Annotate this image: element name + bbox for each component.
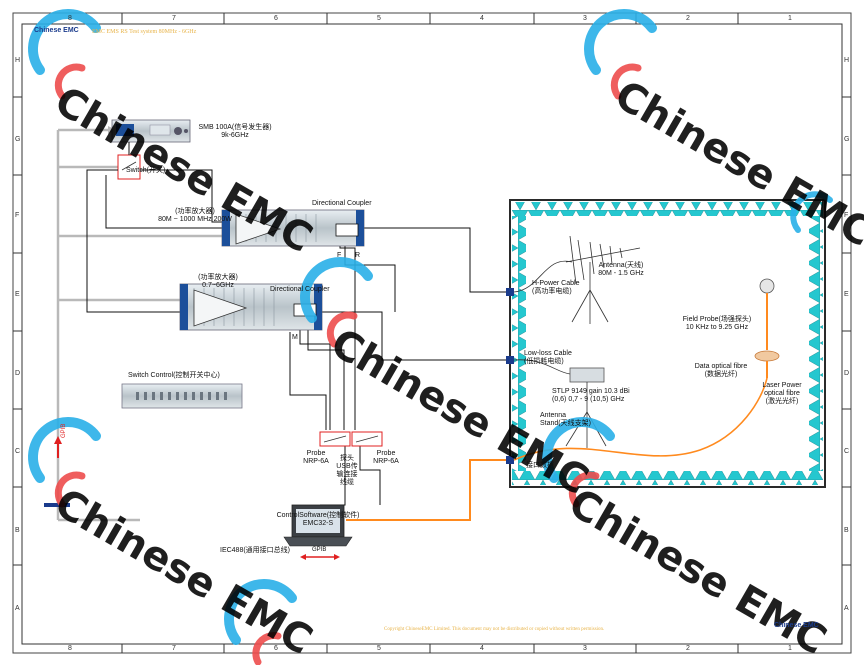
- amplifier-1-label: (功率放大器)80M ~ 1000 MHz 200W: [158, 208, 232, 223]
- header-title: EMC EMS RS Test system 80MHz - 6GHz: [92, 29, 197, 35]
- outer-frame: [12, 12, 852, 654]
- ruler-bottom-2: 2: [686, 645, 690, 652]
- gpib-vertical-label: GPIB: [61, 423, 67, 438]
- inner-frame: [21, 23, 843, 645]
- ruler-right-g: G: [844, 136, 850, 143]
- ruler-right-h: H: [844, 57, 850, 64]
- feedthrough-3: [506, 456, 514, 464]
- port-f-label: F: [337, 252, 342, 259]
- ruler-bottom-8: 8: [68, 645, 72, 652]
- ruler-left-a: A: [15, 605, 20, 612]
- ruler-top-5: 5: [377, 15, 381, 22]
- watermark-marks: [28, 9, 833, 665]
- signal-generator-label: SMB 100A(信号发生器)9k-6GHz: [198, 124, 272, 139]
- log-periodic-antenna: [513, 235, 641, 324]
- switch-control-label: Switch Control(控制开关中心): [128, 372, 220, 379]
- field-probe-label: Field Probe(场强探头)10 KHz to 9.25 GHz: [682, 316, 752, 331]
- ruler-left-f: F: [15, 212, 20, 219]
- ruler-top-4: 4: [480, 15, 484, 22]
- interface-label: 接口数据: [526, 462, 554, 469]
- ruler-right-e: E: [844, 291, 849, 298]
- control-laptop: [283, 504, 353, 547]
- stlp-label: STLP 9149 gain 10.3 dBi(0,6) 0,7 - 9 (10…: [552, 388, 630, 403]
- anechoic-chamber: [509, 199, 826, 488]
- feedthrough-2: [506, 356, 514, 364]
- port-m-label: M: [292, 334, 298, 341]
- ruler-top-8: 8: [68, 15, 72, 22]
- gpib-label: GPIB: [312, 547, 327, 553]
- ruler-right-c: C: [844, 448, 850, 455]
- antenna-label: Antenna(天线)80M - 1.5 GHz: [598, 262, 644, 277]
- amplifier-2: [179, 283, 323, 331]
- ruler-bottom-4: 4: [480, 645, 484, 652]
- coupler-1-label: Directional Coupler: [312, 200, 372, 207]
- header-brand: Chinese EMC: [34, 27, 79, 34]
- coupler-2-label: Directional Coupler: [270, 286, 330, 293]
- ruler-right-b: B: [844, 527, 849, 534]
- ruler-bottom-5: 5: [377, 645, 381, 652]
- iec-label: IEC488(通用接口总线): [220, 547, 291, 554]
- lowloss-cable-label: Low-loss Cable(低损耗电缆): [524, 350, 572, 365]
- footer-copyright: Copyright ChineseEMC Limited. This docum…: [384, 627, 605, 632]
- footer-brand: Chinese EMC: [774, 622, 819, 629]
- feedthrough-1: [506, 288, 514, 296]
- ruler-bottom-7: 7: [172, 645, 176, 652]
- ruler-right-a: A: [844, 605, 849, 612]
- ruler-ticks: [13, 13, 851, 653]
- hpower-cable-label: H-Power Cable(高功率电缆): [532, 280, 580, 295]
- ruler-right-d: D: [844, 370, 850, 377]
- ruler-top-7: 7: [172, 15, 176, 22]
- switch-label: Switch(开关): [126, 167, 166, 174]
- ruler-right-f: F: [844, 212, 849, 219]
- control-software-label: ControlSoftware(控制软件)EMC32-S: [276, 512, 360, 527]
- laser-fibre-path: [513, 377, 768, 461]
- amplifier-2-label: (功率放大器)0.7~6GHz: [198, 274, 238, 289]
- ruler-top-6: 6: [274, 15, 278, 22]
- ruler-left-d: D: [15, 370, 21, 377]
- ruler-bottom-6: 6: [274, 645, 278, 652]
- ruler-left-g: G: [15, 136, 21, 143]
- ruler-left-b: B: [15, 527, 20, 534]
- gpib-arrowhead: [54, 436, 62, 444]
- ruler-left-h: H: [15, 57, 21, 64]
- ruler-top-2: 2: [686, 15, 690, 22]
- ruler-bottom-3: 3: [583, 645, 587, 652]
- gpib-bus-connector: [44, 503, 70, 507]
- ruler-top-1: 1: [788, 15, 792, 22]
- switch-control-unit: [121, 383, 243, 409]
- optical-fibre-label: Data optical fibre(数据光纤): [694, 363, 748, 378]
- optical-fibre-link: [346, 459, 512, 521]
- ruler-left-c: C: [15, 448, 21, 455]
- signal-generator: [111, 119, 191, 143]
- amplifier-1: [221, 209, 365, 247]
- ruler-bottom-1: 1: [788, 645, 792, 652]
- ruler-left-e: E: [15, 291, 20, 298]
- port-r-label: R: [355, 252, 361, 259]
- field-probe: [754, 278, 780, 378]
- ruler-top-3: 3: [583, 15, 587, 22]
